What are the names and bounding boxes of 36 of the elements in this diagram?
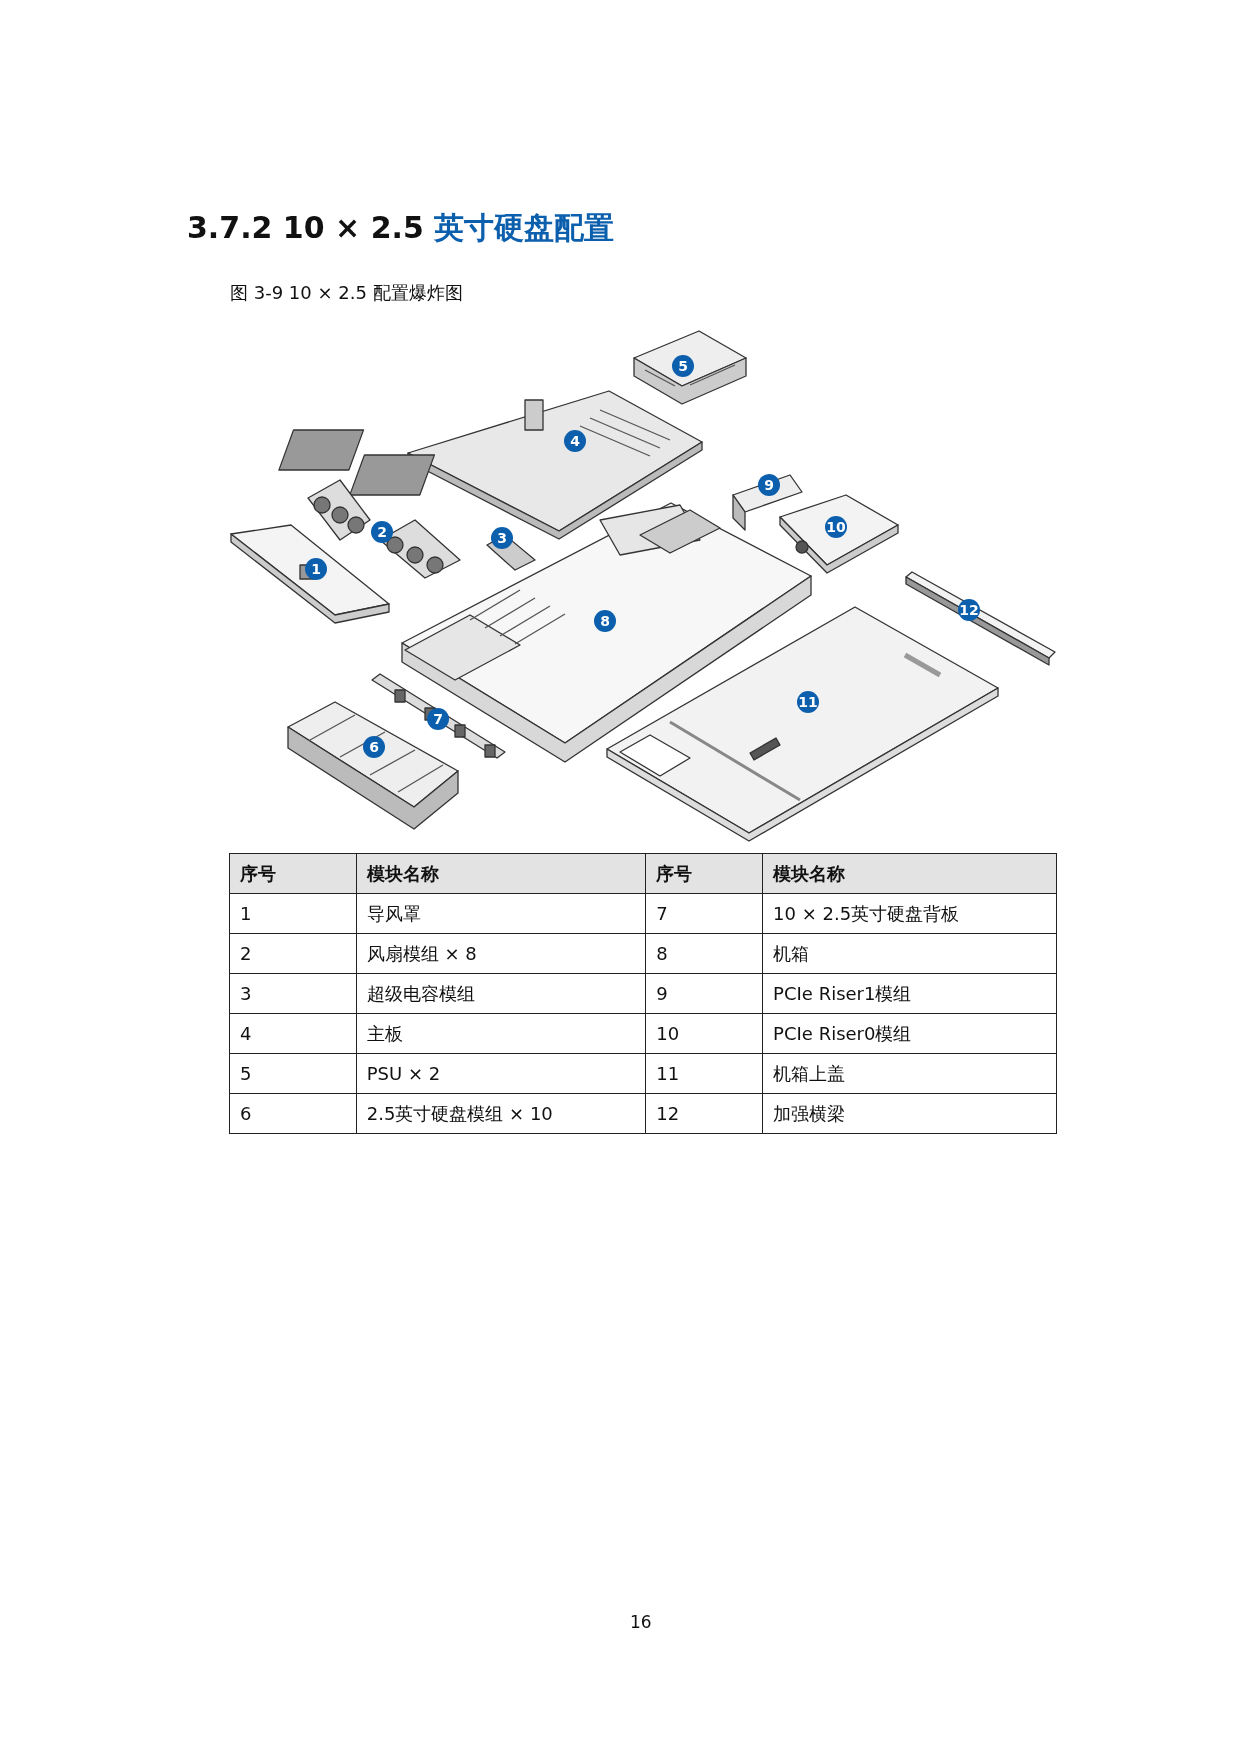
item-number: 1 bbox=[229, 893, 357, 934]
column-header: 序号 bbox=[645, 853, 763, 894]
module-name: 导风罩 bbox=[356, 893, 646, 934]
callout-number: 3 bbox=[491, 527, 513, 549]
callout-number: 12 bbox=[958, 599, 980, 621]
module-name: 风扇模组 × 8 bbox=[356, 933, 646, 974]
column-header: 序号 bbox=[229, 853, 357, 894]
item-number: 8 bbox=[645, 933, 763, 974]
column-header: 模块名称 bbox=[356, 853, 646, 894]
module-name: 超级电容模组 bbox=[356, 973, 646, 1014]
item-number: 6 bbox=[229, 1093, 357, 1134]
module-name: 2.5英寸硬盘模组 × 10 bbox=[356, 1093, 646, 1134]
module-name: PCIe Riser1模组 bbox=[762, 973, 1057, 1014]
callout-number: 2 bbox=[371, 521, 393, 543]
item-number: 4 bbox=[229, 1013, 357, 1054]
module-name: 10 × 2.5英寸硬盘背板 bbox=[762, 893, 1057, 934]
item-number: 5 bbox=[229, 1053, 357, 1094]
callout-number: 9 bbox=[758, 474, 780, 496]
page-number: 16 bbox=[630, 1612, 652, 1632]
item-number: 12 bbox=[645, 1093, 763, 1134]
item-number: 9 bbox=[645, 973, 763, 1014]
module-name: 主板 bbox=[356, 1013, 646, 1054]
callout-number: 7 bbox=[427, 708, 449, 730]
item-number: 3 bbox=[229, 973, 357, 1014]
item-number: 2 bbox=[229, 933, 357, 974]
column-header: 模块名称 bbox=[762, 853, 1057, 894]
section-heading: 3.7.2 10 × 2.5 英寸硬盘配置 bbox=[187, 209, 615, 247]
item-number: 11 bbox=[645, 1053, 763, 1094]
module-name: 加强横梁 bbox=[762, 1093, 1057, 1134]
figure-caption: 图 3-9 10 × 2.5 配置爆炸图 bbox=[230, 281, 463, 305]
item-number: 10 bbox=[645, 1013, 763, 1054]
module-name: PSU × 2 bbox=[356, 1053, 646, 1094]
item-number: 7 bbox=[645, 893, 763, 934]
module-name: 机箱 bbox=[762, 933, 1057, 974]
module-name: PCIe Riser0模组 bbox=[762, 1013, 1057, 1054]
module-name: 机箱上盖 bbox=[762, 1053, 1057, 1094]
